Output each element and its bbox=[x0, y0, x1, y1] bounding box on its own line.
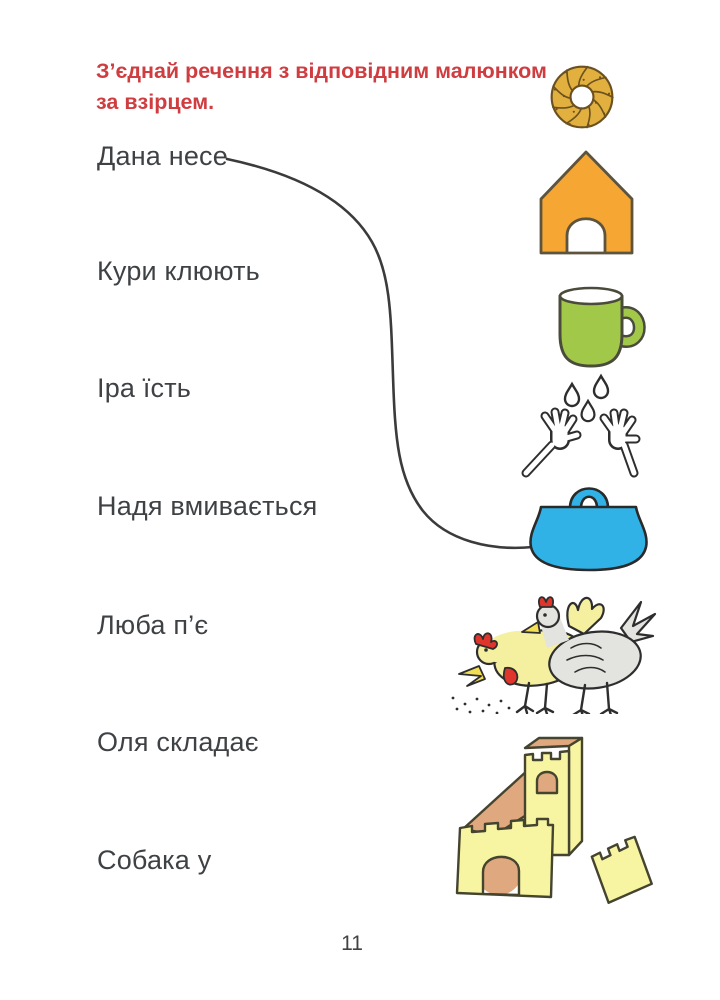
instruction-line-2: за взірцем. bbox=[96, 89, 215, 114]
sentence-olya-skladaye[interactable]: Оля складає bbox=[97, 727, 259, 757]
sentence-sobaka-u[interactable]: Собака у bbox=[97, 845, 212, 875]
sentence-lyuba-pye[interactable]: Люба п’є bbox=[97, 610, 209, 640]
picture-doghouse[interactable] bbox=[537, 147, 636, 255]
sentence-kury-klyuyut[interactable]: Кури клюють bbox=[97, 256, 260, 286]
picture-sand-castle[interactable] bbox=[447, 731, 663, 917]
picture-handbag[interactable] bbox=[522, 478, 656, 572]
handbag-icon bbox=[529, 487, 648, 572]
picture-mug[interactable] bbox=[552, 280, 650, 372]
sentence-ira-yist[interactable]: Іра їсть bbox=[97, 373, 192, 403]
page-number: 11 bbox=[341, 932, 363, 955]
doghouse-icon bbox=[539, 150, 634, 255]
picture-bagel[interactable] bbox=[541, 56, 623, 138]
picture-pecking-chickens[interactable] bbox=[443, 582, 669, 714]
exercise-instruction: З’єднай речення з відповідним малюнком з… bbox=[96, 56, 556, 117]
bagel-icon bbox=[550, 65, 614, 129]
sentence-dana-nese[interactable]: Дана несе bbox=[97, 141, 228, 171]
washing-hands-icon bbox=[521, 373, 641, 478]
sand-castle-icon bbox=[455, 736, 653, 904]
sentence-nadya-vmyvayetsya[interactable]: Надя вмивається bbox=[97, 491, 318, 521]
pecking-chickens-icon bbox=[451, 596, 657, 714]
picture-washing-hands[interactable] bbox=[518, 371, 670, 483]
instruction-line-1: З’єднай речення з відповідним малюнком bbox=[96, 59, 547, 83]
mug-icon bbox=[558, 286, 646, 368]
